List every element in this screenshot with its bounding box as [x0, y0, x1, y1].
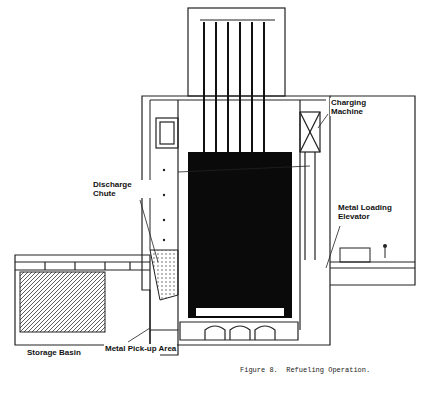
part-label: Metal Pick-up Area: [104, 344, 177, 353]
part-label: Metal Loading Elevator: [337, 203, 395, 221]
part-label: Charging Machine: [330, 98, 380, 116]
part-label: Discharge Chute: [92, 180, 154, 198]
figure-caption: Figure 8. Refueling Operation.: [240, 366, 370, 374]
part-label: Storage Basin: [26, 348, 82, 357]
